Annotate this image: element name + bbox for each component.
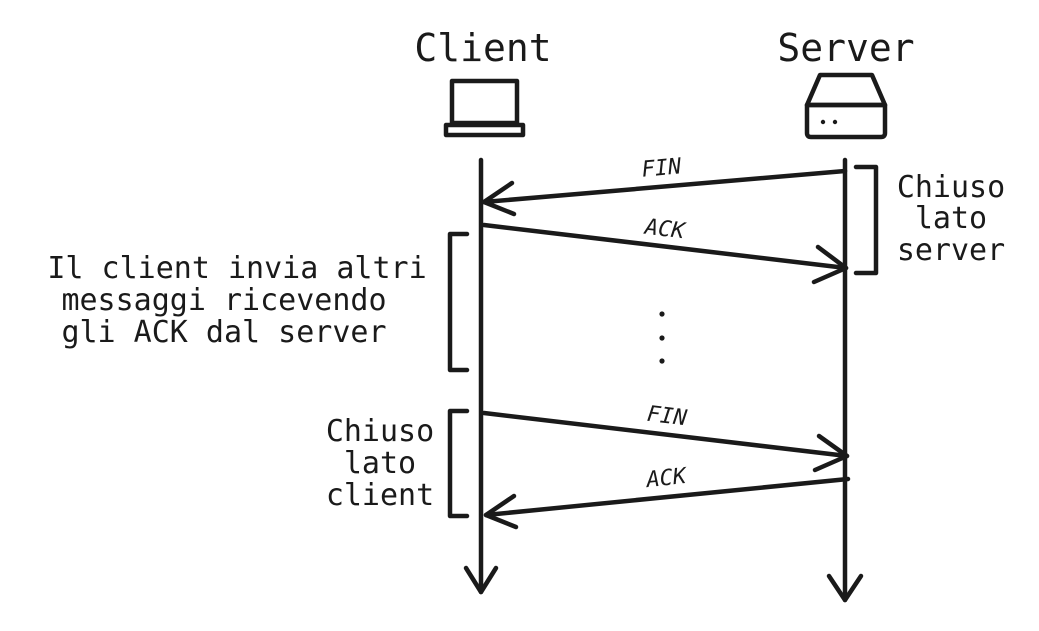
message-label: FIN bbox=[646, 402, 689, 432]
server-lifeline bbox=[826, 157, 864, 603]
message-arrow-fin-server-to-client: FIN bbox=[481, 154, 848, 217]
client-closed-bracket bbox=[447, 408, 470, 519]
message-label: ACK bbox=[643, 464, 689, 493]
svg-text:client: client bbox=[326, 478, 434, 513]
server-title: Server bbox=[777, 26, 914, 70]
laptop-icon bbox=[443, 78, 526, 138]
svg-text:lato: lato bbox=[344, 446, 416, 481]
server-icon bbox=[804, 72, 888, 140]
message-arrow-fin-client-to-server: FIN bbox=[481, 402, 850, 473]
svg-text:server: server bbox=[897, 233, 1005, 268]
server-bracket bbox=[853, 164, 879, 276]
client-title: Client bbox=[414, 26, 551, 70]
note-client-continues: Il client invia altri messaggi ricevendo… bbox=[47, 251, 426, 350]
note-server-closed: Chiuso lato server bbox=[897, 170, 1005, 268]
client-continues-bracket bbox=[447, 231, 470, 373]
message-label: ACK bbox=[642, 214, 688, 244]
note-client-closed: Chiuso lato client bbox=[326, 414, 434, 513]
client-lifeline bbox=[463, 157, 499, 595]
svg-text:Il client invia altri: Il client invia altri bbox=[47, 251, 426, 286]
message-label: FIN bbox=[641, 154, 684, 182]
svg-text:messaggi ricevendo: messaggi ricevendo bbox=[61, 283, 386, 318]
ellipsis-dots bbox=[659, 311, 665, 364]
message-arrow-ack-client-to-server: ACK bbox=[481, 214, 849, 285]
message-arrow-ack-server-to-client: ACK bbox=[483, 464, 851, 530]
svg-text:Chiuso: Chiuso bbox=[326, 414, 434, 449]
svg-text:lato: lato bbox=[915, 201, 987, 236]
svg-text:gli ACK dal server: gli ACK dal server bbox=[61, 315, 386, 350]
svg-text:Chiuso: Chiuso bbox=[897, 170, 1005, 205]
